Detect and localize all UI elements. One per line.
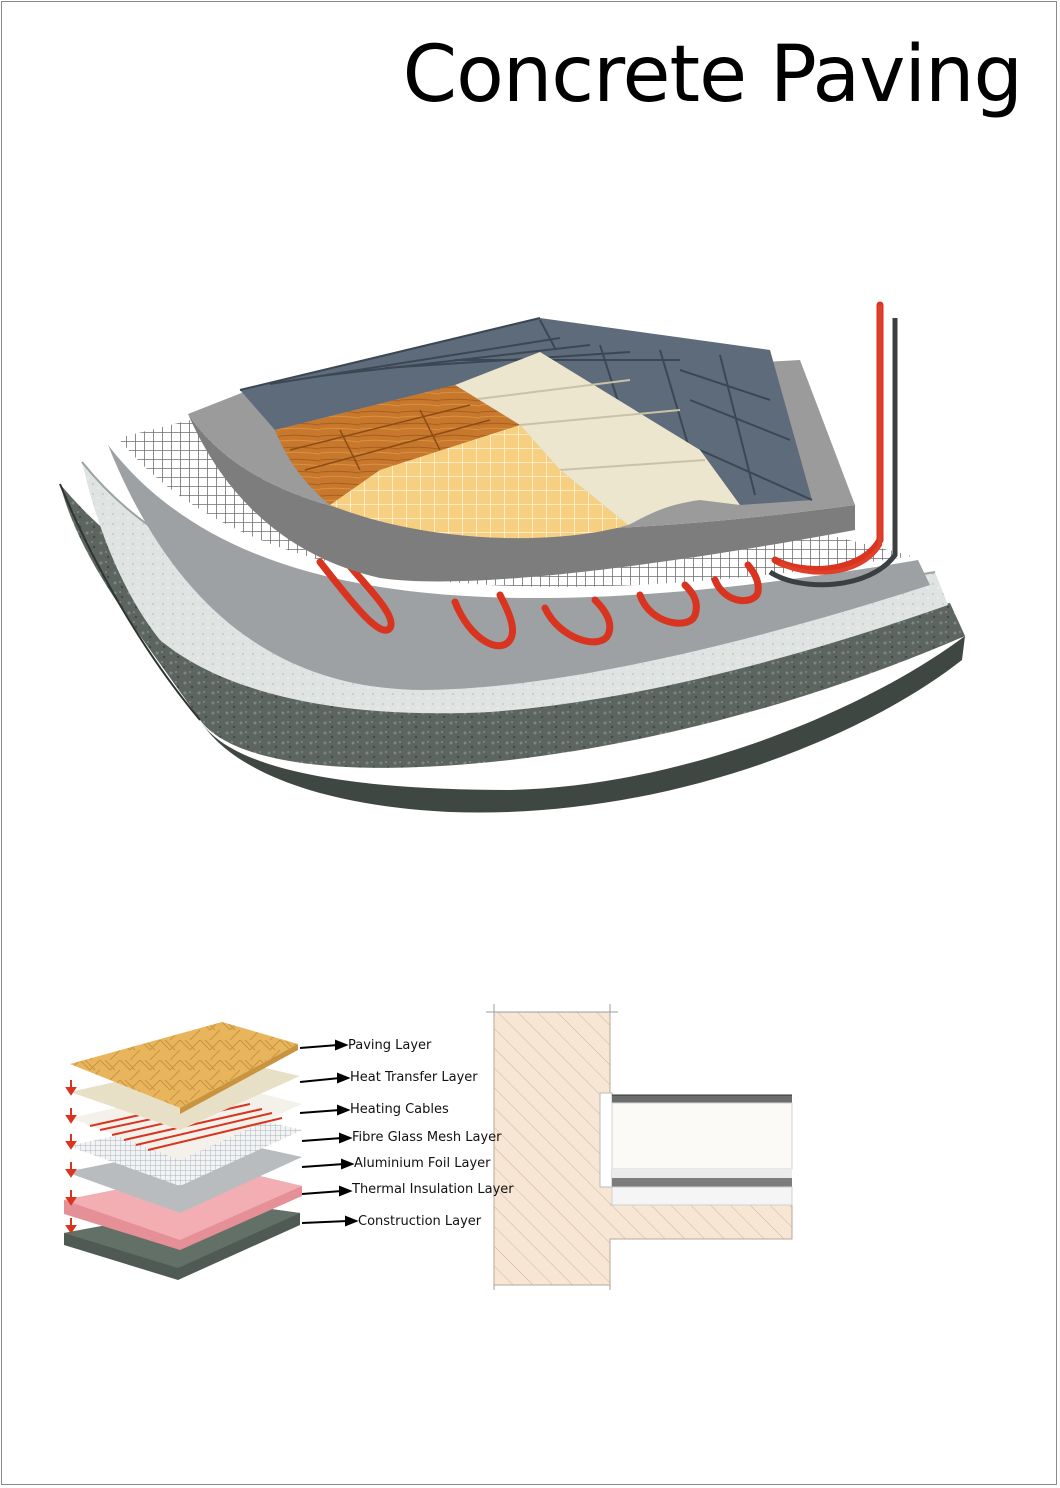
- label-thermal-insulation-layer: Thermal Insulation Layer: [352, 1182, 514, 1197]
- mosaic-tiles: [330, 425, 628, 539]
- label-heat-transfer-layer: Heat Transfer Layer: [350, 1070, 478, 1085]
- foil-layer: [108, 445, 930, 690]
- label-heating-cables: Heating Cables: [350, 1102, 449, 1117]
- label-paving-layer: Paving Layer: [348, 1038, 432, 1053]
- ceramic-tiles: [455, 352, 740, 525]
- screed-edge: [188, 414, 855, 582]
- exploded-layers-diagram: [64, 1022, 359, 1280]
- cross-section-drawing: [486, 1004, 793, 1290]
- label-aluminium-foil-layer: Aluminium Foil Layer: [354, 1156, 491, 1171]
- cable-conduit: [768, 318, 898, 588]
- label-construction-layer: Construction Layer: [358, 1214, 482, 1229]
- label-fibre-glass-mesh-layer: Fibre Glass Mesh Layer: [352, 1130, 502, 1145]
- wood-planks: [275, 385, 520, 505]
- page-title: Concrete Paving: [402, 30, 1023, 120]
